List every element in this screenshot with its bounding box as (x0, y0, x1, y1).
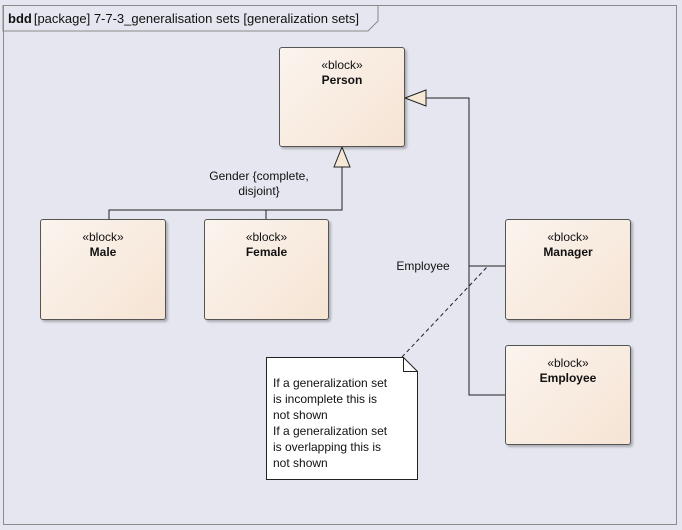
frame-title: bdd [package] 7-7-3_generalisation sets … (4, 6, 359, 30)
block-employee[interactable]: «block» Employee (505, 345, 631, 445)
generalization-male-person[interactable] (108, 167, 343, 219)
block-name: Manager (543, 245, 593, 259)
block-name: Female (245, 245, 288, 259)
block-stereotype: «block» (547, 356, 589, 370)
block-stereotype: «block» (245, 230, 288, 244)
note-text: If a generalization set is incomplete th… (273, 376, 388, 470)
note-anchor-line[interactable] (401, 265, 489, 358)
generalization-arrowhead-gender (333, 145, 351, 168)
block-stereotype: «block» (547, 230, 589, 244)
block-name: Person (321, 73, 363, 87)
generalization-employee-person[interactable] (426, 97, 505, 396)
block-name: Male (89, 245, 117, 259)
frame-tab-outline (2, 5, 379, 32)
block-manager[interactable]: «block» Manager (505, 219, 631, 320)
generalization-set-label-gender: Gender {complete, disjoint} (209, 169, 309, 198)
note[interactable]: If a generalization set is incomplete th… (266, 357, 418, 480)
generalization-set-label-employee: Employee (396, 259, 450, 273)
note-shape (266, 357, 418, 480)
block-female[interactable]: «block» Female (204, 219, 329, 320)
block-stereotype: «block» (321, 58, 363, 72)
frame-keyword: bdd (8, 10, 32, 26)
block-male[interactable]: «block» Male (40, 219, 166, 320)
block-name: Employee (539, 371, 597, 385)
block-person[interactable]: «block» Person (279, 47, 405, 147)
block-stereotype: «block» (82, 230, 124, 244)
generalization-arrowhead-employee (403, 89, 427, 107)
frame-title-text: [package] 7-7-3_generalisation sets [gen… (33, 10, 360, 26)
